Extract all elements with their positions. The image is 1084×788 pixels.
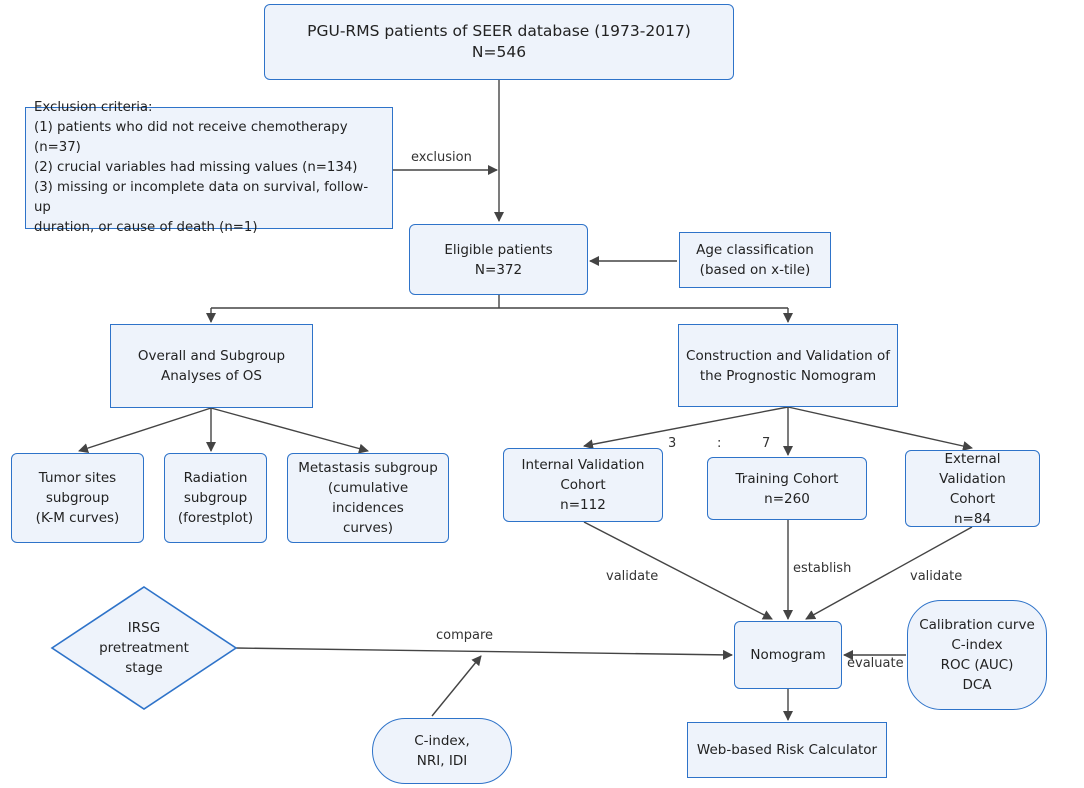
ratio-label-3: 3 [668, 436, 677, 451]
evaluation-metrics-box: Calibration curve C-index ROC (AUC) DCA [907, 600, 1047, 710]
external-line1: External Validation [939, 450, 1006, 487]
web-calculator-box: Web-based Risk Calculator [687, 722, 887, 778]
edge-label-establish: establish [793, 561, 852, 576]
internal-line2: Cohort [560, 477, 606, 493]
tumor-line2: subgroup [45, 490, 110, 506]
tumor-sites-box: Tumor sites subgroup (K-M curves) [11, 453, 144, 543]
seer-source-box: PGU-RMS patients of SEER database (1973-… [264, 4, 734, 80]
eligible-title: Eligible patients [444, 241, 553, 258]
ratio-label-colon: : [717, 436, 722, 451]
edge-label-validate-external: validate [910, 569, 963, 584]
irsg-diamond-shape [50, 586, 238, 710]
radiation-line2: subgroup [183, 490, 248, 506]
internal-validation-box: Internal Validation Cohort n=112 [503, 448, 663, 522]
metrics-line4: DCA [962, 677, 992, 693]
exclusion-item: (3) missing or incomplete data on surviv… [34, 180, 369, 215]
exclusion-criteria-box: Exclusion criteria: (1) patients who did… [25, 100, 393, 235]
arrow-construction-to-internal [583, 406, 789, 450]
training-line1: Training Cohort [735, 470, 839, 487]
irsg-line2: pretreatment [99, 640, 189, 656]
arrow-overall-to-metastasis [210, 407, 369, 454]
external-line3: n=84 [953, 510, 992, 527]
metastasis-line2: (cumulative incidences [327, 480, 409, 516]
nomogram-label: Nomogram [750, 647, 826, 663]
irsg-line1: IRSG [127, 620, 161, 636]
exclusion-item: (1) patients who did not receive chemoth… [34, 120, 348, 155]
internal-line1: Internal Validation [521, 457, 645, 473]
irsg-line3: stage [125, 660, 163, 676]
age-classification-box: Age classification (based on x-tile) [679, 232, 831, 288]
metastasis-line3: curves) [342, 520, 394, 536]
arrow-external-to-nomogram [805, 526, 973, 620]
metastasis-box: Metastasis subgroup (cumulative incidenc… [287, 453, 449, 543]
overall-subgroup-box: Overall and Subgroup Analyses of OS [110, 324, 313, 408]
overall-line1: Overall and Subgroup [137, 348, 286, 364]
training-cohort-box: Training Cohort n=260 [707, 457, 867, 520]
training-line2: n=260 [764, 490, 810, 507]
overall-line2: Analyses of OS [161, 368, 262, 384]
arrow-irsg-to-nomogram [235, 647, 733, 660]
arrow-internal-to-nomogram [583, 521, 773, 620]
edge-label-exclusion: exclusion [411, 150, 472, 165]
construction-validation-box: Construction and Validation of the Progn… [678, 324, 898, 407]
external-line2: Cohort [949, 490, 996, 507]
arrow-cindex-to-compare [431, 655, 482, 717]
edge-label-validate-internal: validate [606, 569, 659, 584]
cindex-line2: NRI, IDI [416, 753, 468, 769]
web-calculator-label: Web-based Risk Calculator [696, 742, 878, 758]
construction-line2: the Prognostic Nomogram [699, 367, 877, 384]
internal-line3: n=112 [560, 497, 606, 513]
eligible-patients-box: Eligible patients N=372 [409, 224, 588, 295]
cindex-line1: C-index, [414, 733, 470, 749]
age-subtitle: (based on x-tile) [699, 262, 811, 278]
radiation-line1: Radiation [183, 470, 248, 486]
radiation-box: Radiation subgroup (forestplot) [164, 453, 267, 543]
nomogram-box: Nomogram [734, 621, 842, 689]
eligible-count: N=372 [474, 261, 523, 278]
edge-label-compare: compare [436, 628, 494, 643]
cindex-nri-idi-box: C-index, NRI, IDI [372, 718, 512, 784]
external-validation-box: External Validation Cohort n=84 [905, 450, 1040, 527]
exclusion-item: duration, or cause of death (n=1) [34, 220, 258, 235]
ratio-label-7: 7 [762, 436, 771, 451]
seer-count: N=546 [471, 43, 527, 61]
metrics-line2: C-index [951, 637, 1003, 653]
tumor-line1: Tumor sites [38, 470, 117, 486]
exclusion-item: (2) crucial variables had missing values… [34, 160, 358, 175]
metastasis-line1: Metastasis subgroup [298, 460, 438, 476]
age-title: Age classification [696, 242, 814, 258]
radiation-line3: (forestplot) [177, 510, 254, 526]
exclusion-title: Exclusion criteria: [34, 100, 153, 115]
metrics-line1: Calibration curve [919, 617, 1035, 633]
arrow-overall-to-tumor [78, 407, 212, 453]
edge-label-evaluate: evaluate [847, 656, 904, 671]
metrics-line3: ROC (AUC) [940, 657, 1014, 673]
tumor-line3: (K-M curves) [35, 510, 120, 526]
seer-title: PGU-RMS patients of SEER database (1973-… [307, 22, 691, 40]
arrow-construction-to-external [787, 406, 973, 451]
construction-line1: Construction and Validation of [686, 347, 890, 364]
irsg-stage-diamond: IRSG pretreatment stage [64, 612, 224, 684]
